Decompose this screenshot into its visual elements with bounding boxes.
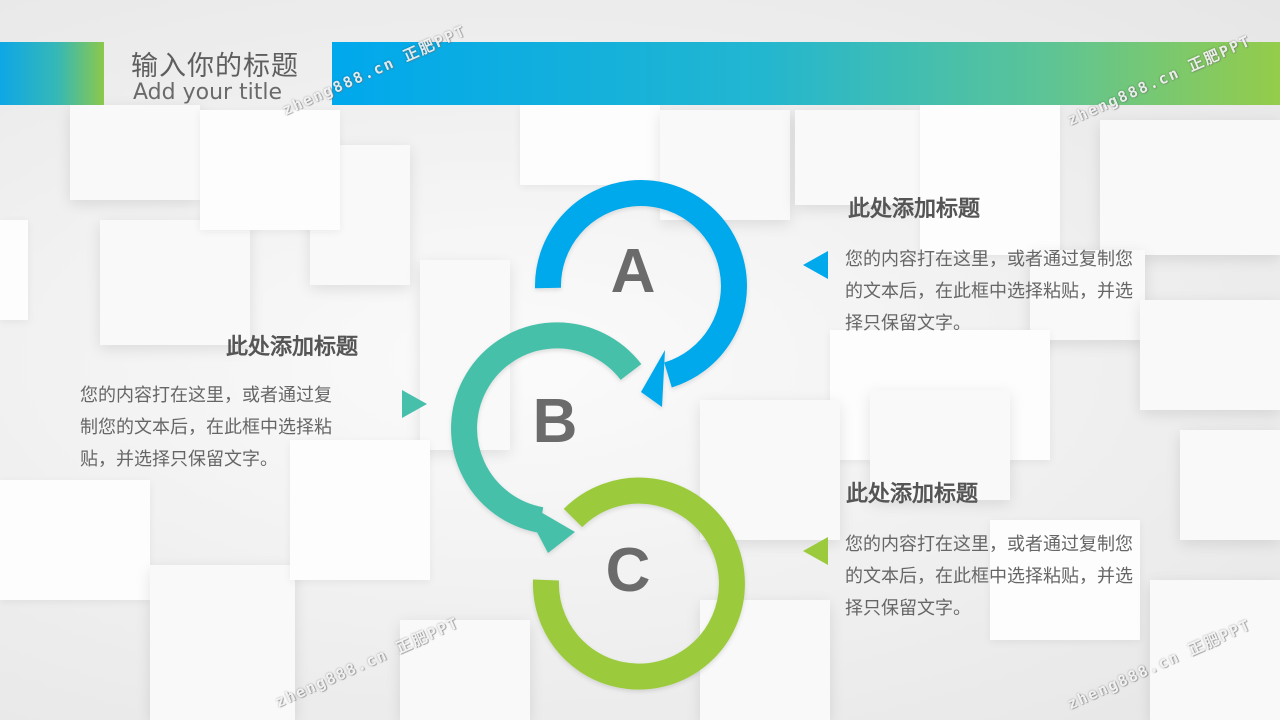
block-b-text[interactable]: 您的内容打在这里，或者通过复 制您的文本后，在此框中选择粘 贴，并选择只保留文字…: [80, 380, 400, 476]
text-line: 的文本后，在此框中选择粘贴，并选: [845, 281, 1133, 302]
circle-a-letter: A: [611, 237, 656, 306]
text-line: 的文本后，在此框中选择粘贴，并选: [845, 566, 1133, 587]
block-a-heading[interactable]: 此处添加标题: [848, 197, 981, 222]
block-c-text[interactable]: 您的内容打在这里，或者通过复制您 的文本后，在此框中选择粘贴，并选 择只保留文字…: [845, 529, 1195, 625]
text-line: 贴，并选择只保留文字。: [80, 449, 278, 470]
arc-c: [532, 477, 745, 690]
circle-c-letter: C: [606, 536, 651, 605]
arc-b: [451, 322, 642, 553]
text-line: 您的内容打在这里，或者通过复制您: [845, 249, 1133, 270]
block-c-heading[interactable]: 此处添加标题: [846, 482, 979, 507]
page-subtitle[interactable]: Add your title: [133, 80, 283, 105]
pointer-b-icon: [402, 390, 427, 418]
text-line: 择只保留文字。: [845, 598, 971, 619]
text-line: 制您的文本后，在此框中选择粘: [80, 417, 332, 438]
pointer-c-icon: [803, 537, 828, 565]
block-b-heading[interactable]: 此处添加标题: [226, 335, 359, 360]
title-accent-bar-left: [0, 42, 104, 105]
circle-b-letter: B: [533, 387, 578, 456]
text-line: 您的内容打在这里，或者通过复制您: [845, 534, 1133, 555]
block-a-text[interactable]: 您的内容打在这里，或者通过复制您 的文本后，在此框中选择粘贴，并选 择只保留文字…: [845, 244, 1195, 340]
pointer-a-icon: [803, 251, 828, 279]
page-title[interactable]: 输入你的标题: [131, 51, 299, 82]
arc-a: [534, 180, 747, 407]
text-line: 择只保留文字。: [845, 313, 971, 334]
text-line: 您的内容打在这里，或者通过复: [80, 385, 332, 406]
title-accent-bar-right: [332, 42, 1280, 105]
